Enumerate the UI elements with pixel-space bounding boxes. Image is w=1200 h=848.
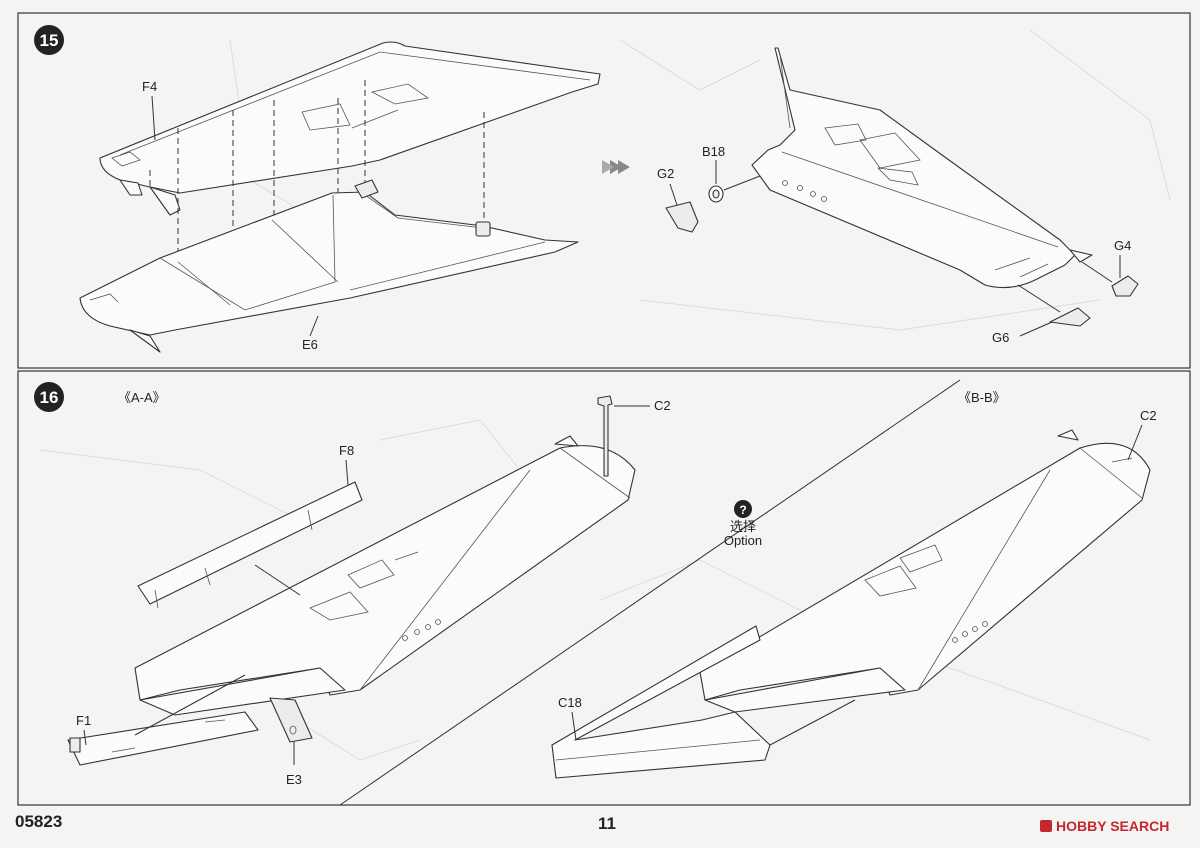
part-f1 — [67, 711, 259, 766]
label-g6: G6 — [992, 330, 1009, 345]
watermark-mark-icon — [1040, 820, 1052, 832]
step-15-number: 15 — [40, 31, 59, 50]
leader-f1 — [83, 729, 87, 746]
insert-line-c18 — [769, 699, 856, 746]
step-16-panel — [17, 370, 1191, 806]
option-icon-text: ? — [739, 503, 746, 517]
label-f4: F4 — [142, 79, 157, 94]
part-b18 — [708, 185, 724, 203]
label-g2: G2 — [657, 166, 674, 181]
step-15-panel — [17, 12, 1191, 369]
view-label-a-a: 《A-A》 — [118, 390, 166, 405]
label-e3: E3 — [286, 772, 302, 787]
part-c2-a — [597, 395, 613, 477]
label-c2-a: C2 — [654, 398, 671, 413]
watermark-text: HOBBY SEARCH — [1056, 818, 1170, 834]
part-c18 — [551, 625, 771, 779]
option-label-en: Option — [724, 533, 762, 548]
part-e3 — [269, 697, 313, 743]
leader-c18 — [571, 711, 577, 741]
leader-e6 — [309, 315, 319, 337]
wing-assembled-15 — [751, 47, 1093, 289]
label-c2-b: C2 — [1140, 408, 1157, 423]
page-number: 11 — [598, 814, 616, 833]
wing-lower-half-e6 — [79, 179, 579, 353]
insert-line-g6 — [1017, 284, 1061, 313]
leader-f8 — [345, 459, 349, 486]
hobby-search-logo: HOBBY SEARCH — [1040, 818, 1169, 834]
label-g4: G4 — [1114, 238, 1131, 253]
arrow-right-icon — [602, 160, 630, 174]
label-e6: E6 — [302, 337, 318, 352]
wing-view-a-a — [134, 435, 636, 716]
view-label-b-b: 《B-B》 — [958, 390, 1006, 405]
option-label-cn: 选择 — [730, 519, 756, 534]
label-f8: F8 — [339, 443, 354, 458]
leader-f4 — [151, 95, 156, 141]
insert-line-g4 — [1081, 261, 1113, 283]
insert-line-b18 — [723, 175, 761, 191]
wing-upper-half-f4 — [99, 41, 601, 216]
step-16-number: 16 — [40, 388, 59, 407]
part-g6 — [1049, 307, 1091, 327]
part-g2 — [665, 201, 699, 233]
leader-g6 — [1019, 321, 1053, 337]
insert-line-f8 — [254, 564, 301, 596]
insert-line-f1 — [134, 674, 246, 736]
part-f8 — [137, 481, 363, 609]
label-b18: B18 — [702, 144, 725, 159]
leader-c2-b — [1127, 424, 1143, 461]
step-15-badge: 15 — [34, 25, 64, 55]
kit-code: 05823 — [15, 812, 63, 831]
part-g4 — [1111, 275, 1139, 297]
label-f1: F1 — [76, 713, 91, 728]
view-divider — [339, 379, 961, 806]
leader-g2 — [669, 183, 678, 206]
wing-view-b-b — [699, 429, 1151, 713]
step-16-badge: 16 — [34, 382, 64, 412]
question-icon: ? — [734, 500, 752, 518]
label-c18: C18 — [558, 695, 582, 710]
